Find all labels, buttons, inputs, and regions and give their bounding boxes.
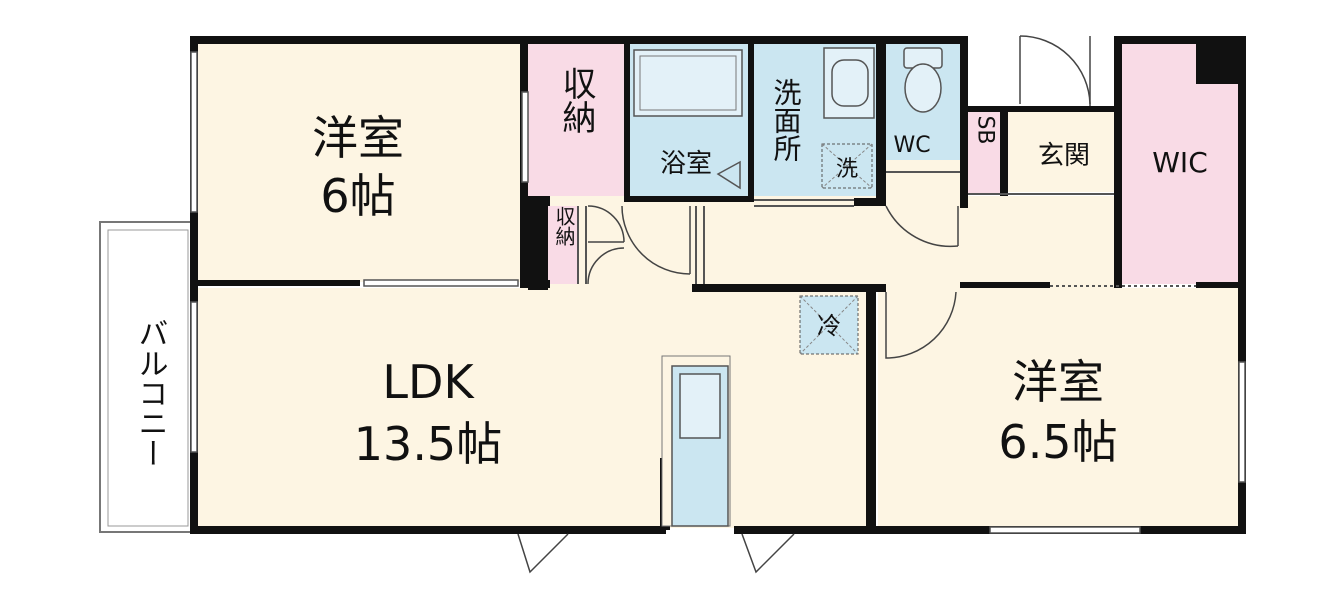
storage2-floor (546, 206, 578, 284)
bedroom2-name: 洋室 (1012, 355, 1104, 409)
entrance-floor (1008, 112, 1114, 192)
bath-label: 浴室 (660, 149, 712, 179)
fridge-label: 冷 (817, 312, 841, 340)
partitions (577, 171, 1196, 287)
bathtub-inner (639, 55, 737, 111)
bath-drain (716, 160, 741, 190)
washroom-label: 洗面所 (770, 78, 803, 162)
bedroom1-name: 洋室 (312, 111, 404, 165)
wic-label: WIC (1152, 146, 1208, 179)
shoebox-floor (968, 112, 1006, 194)
balcony-label: バルコニー (133, 318, 168, 468)
balcony-inner (107, 229, 189, 527)
hall-floor (546, 196, 1116, 292)
doors (517, 35, 1091, 574)
bedroom1-floor (196, 42, 522, 282)
storage1-floor (528, 42, 624, 196)
shoebox-label: SB (973, 115, 998, 144)
storage2-label: 収納 (552, 206, 576, 246)
toilet-hall-floor (886, 160, 962, 196)
bedroom2-floor (878, 288, 1242, 528)
sink-bowl (831, 59, 869, 107)
bedroom2-size: 6.5帖 (998, 415, 1117, 469)
washer-label: 洗 (836, 157, 858, 182)
toilet-label: WC (893, 133, 930, 158)
kitchen-sink (679, 373, 721, 439)
bedroom1-size: 6帖 (320, 169, 395, 223)
balcony (99, 221, 195, 533)
ldk-size: 13.5帖 (354, 417, 502, 471)
ldk-name: LDK (382, 355, 475, 409)
bathtub (633, 49, 743, 117)
toilet-fixture (903, 47, 943, 113)
windows (190, 51, 1246, 534)
entrance-label: 玄関 (1038, 141, 1090, 171)
storage1-label: 収納 (556, 66, 596, 134)
ldk-floor (196, 288, 868, 528)
